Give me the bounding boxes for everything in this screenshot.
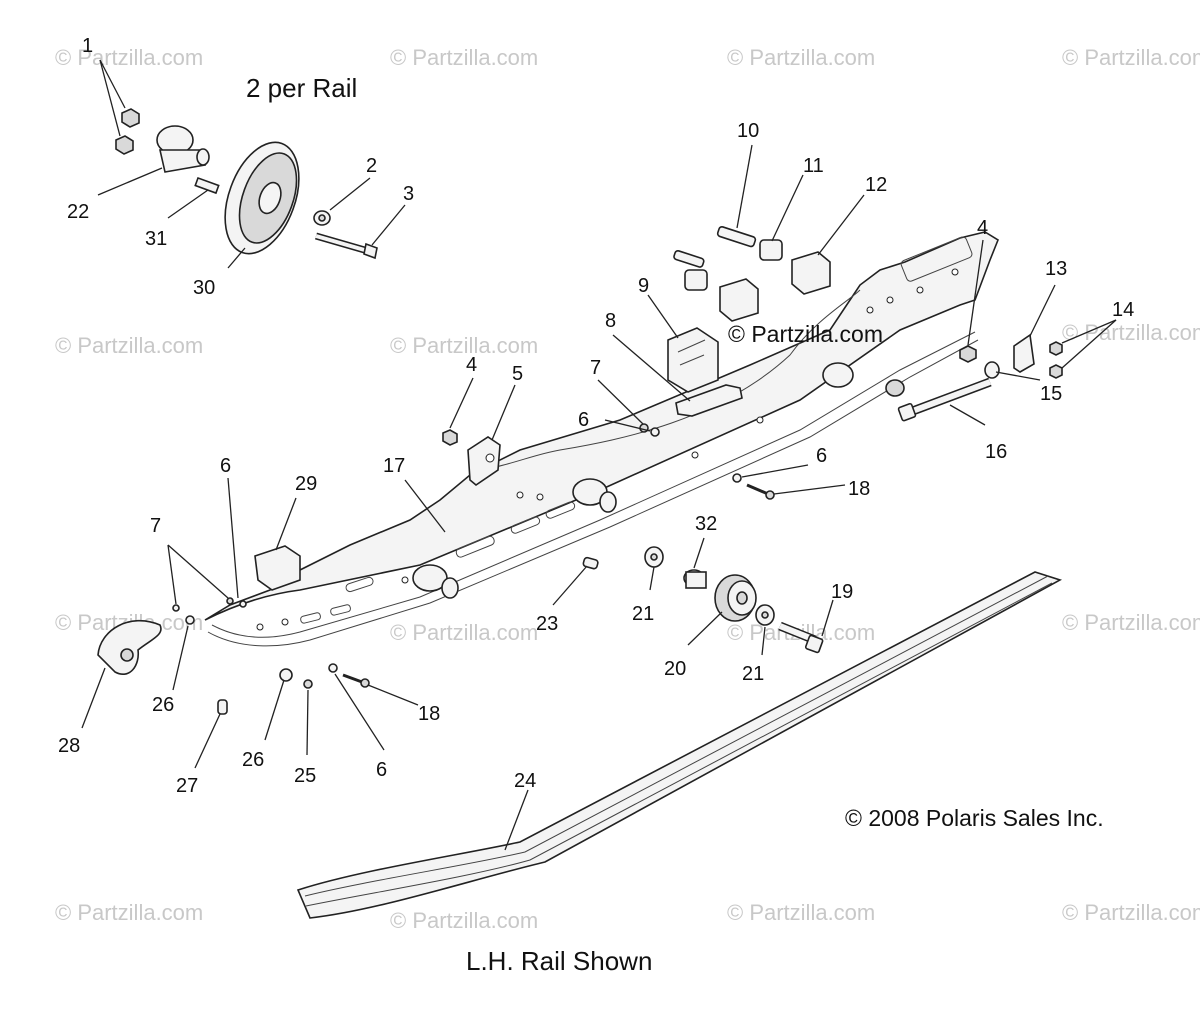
watermark: © Partzilla.com <box>727 45 875 70</box>
watermark: © Partzilla.com <box>1062 610 1200 635</box>
callout-26-lower: 26 <box>242 749 264 771</box>
callout-21-lower: 21 <box>742 663 764 685</box>
callout-4: 4 <box>466 354 477 376</box>
callout-17: 17 <box>383 455 405 477</box>
callout-6: 6 <box>578 409 589 431</box>
callout-24: 24 <box>514 770 536 792</box>
callout-19: 19 <box>831 581 853 603</box>
callout-16: 16 <box>985 441 1007 463</box>
callout-11: 11 <box>803 155 824 177</box>
watermark: © Partzilla.com <box>55 45 203 70</box>
callout-6-lower: 6 <box>376 759 387 781</box>
callout-30: 30 <box>193 277 215 299</box>
callouts: 1 2 3 4 4 5 6 6 6 6 7 7 8 9 10 11 12 13 … <box>58 35 1134 797</box>
callout-31: 31 <box>145 228 167 250</box>
rear-wheel-assembly <box>683 569 824 654</box>
callout-7: 7 <box>590 357 601 379</box>
watermark: © Partzilla.com <box>390 45 538 70</box>
center-watermark: © Partzilla.com <box>728 321 883 347</box>
callout-20: 20 <box>664 658 686 680</box>
watermark: © Partzilla.com <box>390 620 538 645</box>
watermark: © Partzilla.com <box>1062 900 1200 925</box>
callout-18: 18 <box>848 478 870 500</box>
callout-22: 22 <box>67 201 89 223</box>
watermark: © Partzilla.com <box>727 900 875 925</box>
callout-6-right: 6 <box>816 445 827 467</box>
callout-28: 28 <box>58 735 80 757</box>
callout-12: 12 <box>865 174 887 196</box>
callout-18-lower: 18 <box>418 703 440 725</box>
callout-10: 10 <box>737 120 759 142</box>
idler-wheel-assembly <box>115 108 378 260</box>
callout-29: 29 <box>295 473 317 495</box>
callout-2: 2 <box>366 155 377 177</box>
footer-caption: L.H. Rail Shown <box>466 946 652 976</box>
watermark: © Partzilla.com <box>55 900 203 925</box>
watermark: © Partzilla.com <box>390 333 538 358</box>
callout-15: 15 <box>1040 383 1062 405</box>
callout-32: 32 <box>695 513 717 535</box>
callout-23: 23 <box>536 613 558 635</box>
callout-1: 1 <box>82 35 93 57</box>
callout-21: 21 <box>632 603 654 625</box>
watermark: © Partzilla.com <box>1062 45 1200 70</box>
callout-5: 5 <box>512 363 523 385</box>
callout-8: 8 <box>605 310 616 332</box>
watermark: © Partzilla.com <box>55 333 203 358</box>
header-note: 2 per Rail <box>246 73 357 103</box>
slide-rail <box>204 225 1063 647</box>
callout-25: 25 <box>294 765 316 787</box>
callout-27: 27 <box>176 775 198 797</box>
copyright-notice: © 2008 Polaris Sales Inc. <box>845 805 1104 831</box>
callout-9: 9 <box>638 275 649 297</box>
callout-26: 26 <box>152 694 174 716</box>
rail-front-parts <box>97 545 370 715</box>
leader-lines <box>81 59 1117 851</box>
watermark: © Partzilla.com <box>390 908 538 933</box>
callout-14: 14 <box>1112 299 1134 321</box>
callout-6-front: 6 <box>220 455 231 477</box>
callout-4-right: 4 <box>977 217 988 239</box>
callout-7-front: 7 <box>150 515 161 537</box>
callout-13: 13 <box>1045 258 1067 280</box>
callout-3: 3 <box>403 183 414 205</box>
watermark: © Partzilla.com <box>1062 320 1200 345</box>
wear-strip <box>296 571 1063 919</box>
